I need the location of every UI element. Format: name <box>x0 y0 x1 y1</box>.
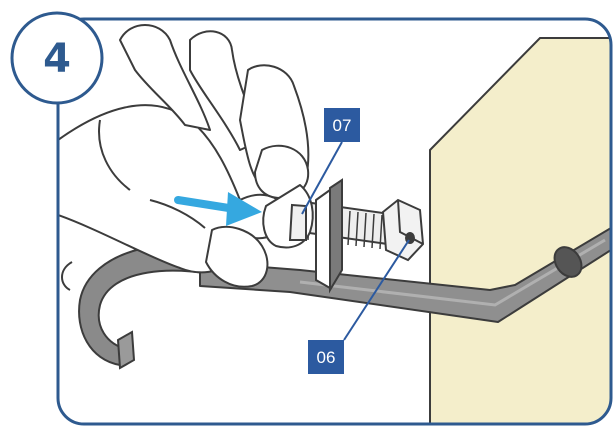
callout-07: 07 <box>324 108 360 142</box>
callout-06-leader <box>343 239 410 341</box>
step-badge: 4 <box>10 11 104 105</box>
callout-06: 06 <box>308 340 344 374</box>
callout-06-label: 06 <box>317 348 336 367</box>
wall-panel <box>429 37 611 424</box>
hand <box>58 24 314 288</box>
insertion-arrow-icon <box>174 192 262 226</box>
callout-07-leader <box>301 141 343 215</box>
bracket-hook-end <box>116 330 136 370</box>
step-number: 4 <box>43 36 71 82</box>
bracket-hook-back <box>61 261 73 291</box>
frame-border <box>56 17 613 426</box>
mounting-plate <box>329 178 343 294</box>
callout-07-label: 07 <box>333 116 352 135</box>
hex-nut-06 <box>381 198 425 262</box>
bracket-knob <box>553 246 583 278</box>
